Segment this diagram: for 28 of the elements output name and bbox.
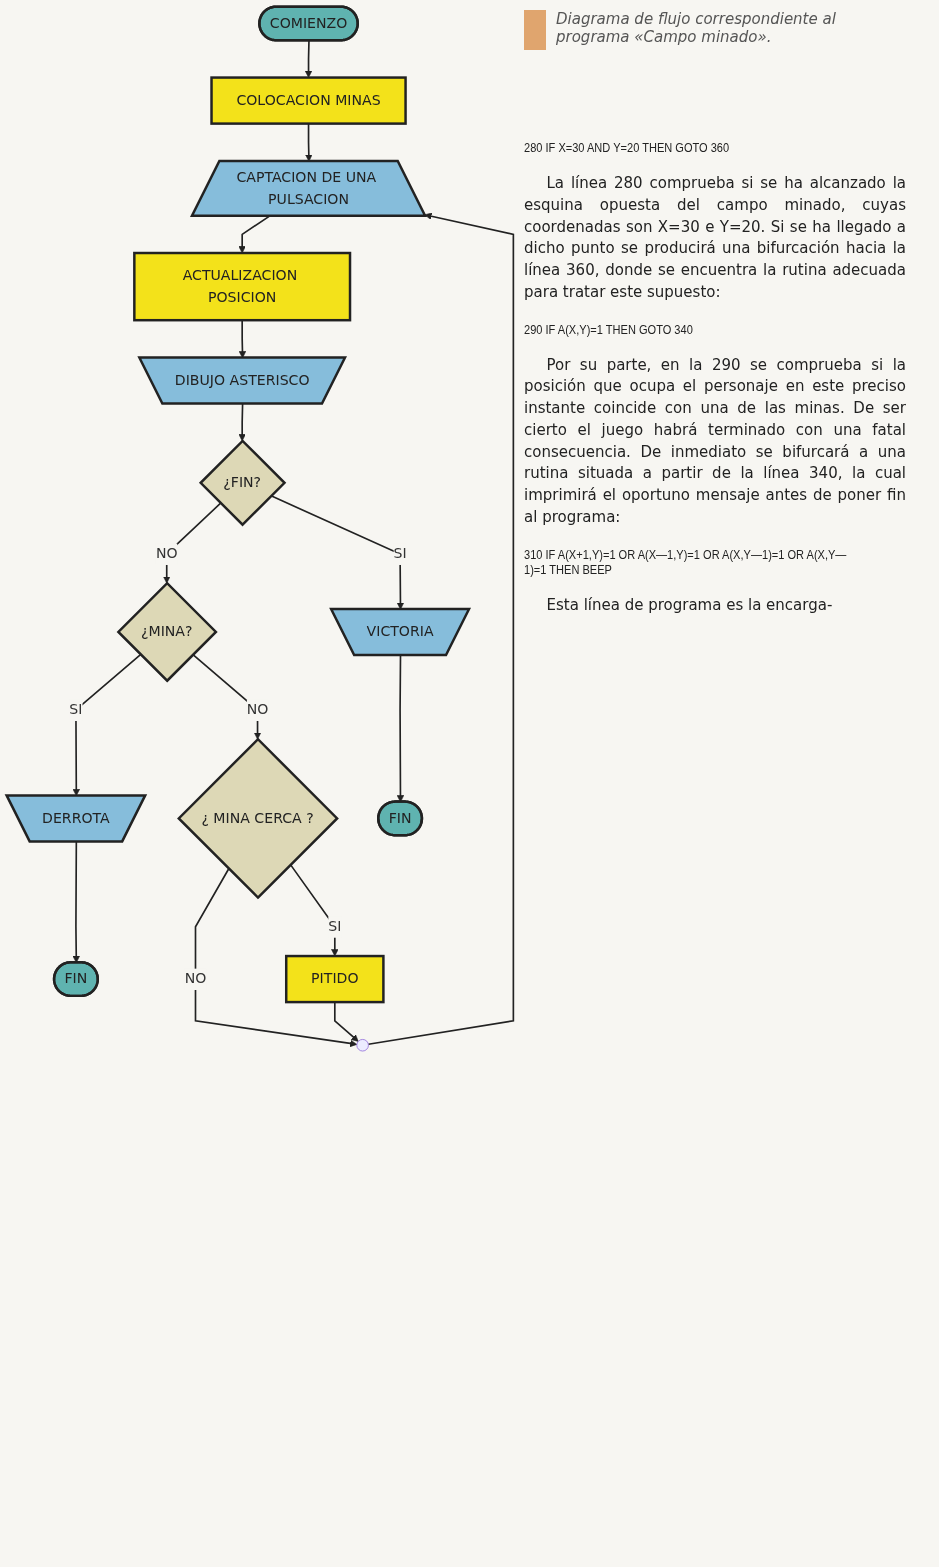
node-box: PITIDO [285,954,385,1004]
edge-label: NO [246,701,269,718]
arrow [192,653,262,740]
code-line: 310 IF A(X+1,Y)=1 OR A(X—1,Y)=1 OR A(X,Y—1)=1 OR A(X,Y—1)=1 THEN BEEP [524,546,848,577]
node-diamond: ¿MINA? [116,581,218,683]
paragraph: Esta línea de programa es la encarga- [545,594,834,616]
node-diamond: ¿FIN? [198,439,287,527]
arrow [72,841,80,963]
caption: Diagrama de flujo correspondiente al programa «Campo minado». [556,10,837,46]
edge-label: SI [69,701,83,718]
edge-label: NO [155,545,178,562]
arrow [194,867,358,1048]
edge-label: SI [393,545,407,562]
code-line: 290 IF A(X,Y)=1 THEN GOTO 340 [524,321,694,337]
paragraph: La línea 280 comprueba si se ha alcanzado la esquina opuesta del campo minado, cuyas coordenadas son X=30 e Y=20. Si se ha llegado a dicho punto se producirá una bifurcación hacia la línea 360, donde se encuentra la rutina adecuada para tratar este supuesto: [524,173,906,303]
node-diamond: ¿ MINA CERCA ? [177,737,339,900]
node-box: COLOCACION MINAS [210,76,407,125]
node-box: ACTUALIZACION POSICION [133,251,352,322]
arrow [238,403,246,442]
arrow [367,212,515,1046]
code-line: 280 IF X=30 AND Y=20 THEN GOTO 360 [524,140,731,155]
edge-label: NO [184,970,207,987]
arrow [289,863,339,957]
arrow [163,502,222,584]
arrow [238,215,271,254]
paragraph: Por su parte, en la 290 se comprueba si la posición que ocupa el personaje en este preciso instante coincide con una de las minas. De ser cierto el juego habrá terminado con una fatal consecuencia. De inmediato se bifurcará a una rutina situada a partir de la línea 340, la cual imprimirá el oportuno mensaje antes de poner fin al programa: [524,354,906,528]
edge-label: SI [328,917,342,935]
node-circle [356,1039,369,1052]
